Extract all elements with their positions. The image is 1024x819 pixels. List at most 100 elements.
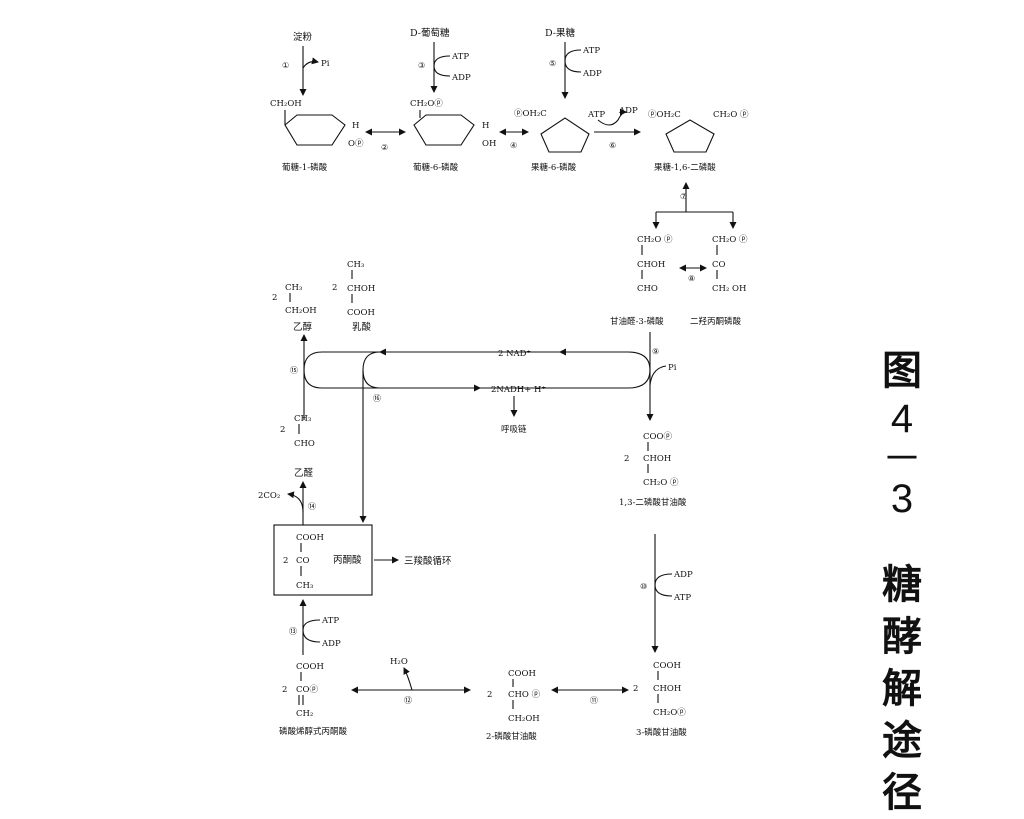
pi-out-arrow-1 — [302, 57, 319, 69]
pyruvate-box — [273, 524, 373, 596]
fructose-label: D-果糖 — [545, 27, 576, 39]
pep-name: 磷酸烯醇式丙酮酸 — [279, 726, 348, 737]
nad-label: 2 NAD⁺ — [498, 349, 531, 359]
pga2-cooh: COOH — [508, 669, 536, 679]
glucose-label: D-葡萄糖 — [410, 27, 450, 39]
acetaldehyde-name: 乙醛 — [294, 467, 314, 479]
pep-ch2: CH₂ — [296, 709, 313, 719]
adp-label-13: ADP — [321, 639, 341, 649]
ethanol-ch3: CH₃ — [285, 283, 302, 293]
f16bp-ophc: ⓟOH₂C — [648, 110, 681, 120]
caption-char-3: 3 — [890, 477, 914, 521]
glycolysis-diagram: 淀粉 Pi ① CH₂OH H Oⓟ 葡糖-1-磷酸 ② D-葡萄糖 ATP A… — [258, 27, 749, 742]
step-4: ④ — [510, 141, 517, 150]
g3p-choh: CHOH — [637, 260, 665, 270]
bpg-choh: CHOH — [643, 454, 671, 464]
caption-char-jing: 径 — [882, 770, 922, 816]
bpg-coop: COOⓟ — [643, 432, 672, 442]
atp-label-5: ATP — [582, 46, 600, 56]
pep-coeff: 2 — [282, 685, 287, 695]
step-11: ⑪ — [590, 696, 598, 705]
step-15: ⑮ — [290, 366, 298, 375]
f16bp-name: 果糖-1,6-二磷酸 — [654, 162, 716, 173]
pga2-name: 2-磷酸甘油酸 — [486, 731, 537, 742]
atp-adp-curve-6 — [597, 108, 627, 126]
f6p-ophc: ⓟOH₂C — [514, 109, 547, 119]
ethanol-name: 乙醇 — [293, 321, 313, 333]
tca-label: 三羧酸循环 — [404, 555, 452, 567]
step-7: ⑦ — [680, 192, 687, 201]
pga2-ch2oh: CH₂OH — [508, 714, 540, 724]
caption-char-tang: 糖 — [882, 562, 922, 608]
h2o-out-curve — [403, 667, 413, 691]
acetaldehyde-ch3: CH₃ — [294, 414, 311, 424]
dhap-co: CO — [712, 260, 726, 270]
atp-adp-curve-3 — [433, 55, 451, 77]
caption-char-jiao: 酵 — [882, 614, 922, 660]
g3p-cho: CHO — [637, 284, 658, 294]
g6p-name: 葡糖-6-磷酸 — [413, 162, 459, 173]
step-12: ⑫ — [404, 696, 412, 705]
adp-atp-curve-10 — [654, 573, 673, 597]
step-8: ⑧ — [688, 274, 695, 283]
atp-adp-curve-13 — [302, 619, 321, 643]
step-3: ③ — [418, 61, 425, 70]
pep-cooh: COOH — [296, 662, 324, 672]
pga3-cooh: COOH — [653, 661, 681, 671]
pyruvate-name: 丙酮酸 — [333, 554, 362, 566]
bpg-name: 1,3-二磷酸甘油酸 — [619, 497, 687, 508]
caption-char-4: 4 — [890, 397, 914, 441]
adp-label-6: ADP — [618, 106, 638, 116]
atp-label-3: ATP — [451, 52, 469, 62]
caption-char-fig: 图 — [882, 348, 922, 394]
pga3-ch2op: CH₂Oⓟ — [653, 708, 686, 718]
dhap-ch2op: CH₂O ⓟ — [712, 235, 748, 245]
step-16: ⑯ — [373, 394, 381, 403]
atp-adp-curve-5 — [564, 49, 582, 73]
step-6: ⑥ — [609, 141, 616, 150]
step-2: ② — [381, 143, 388, 152]
pga3-choh: CHOH — [653, 684, 681, 694]
lactate-cooh: COOH — [347, 308, 375, 318]
atp-label-10: ATP — [673, 593, 691, 603]
pga3-coeff: 2 — [633, 684, 638, 694]
pyruvate-coeff: 2 — [283, 556, 288, 566]
pga2-coeff: 2 — [487, 690, 492, 700]
step-5: ⑤ — [549, 59, 556, 68]
pi-in-curve-9 — [649, 365, 667, 386]
f6p-ring — [540, 117, 590, 153]
lactate-choh: CHOH — [347, 284, 375, 294]
atp-label-6: ATP — [587, 110, 605, 120]
caption-char-jie: 解 — [882, 666, 922, 712]
g3p-name: 甘油醛-3-磷酸 — [610, 316, 664, 327]
pi-label-9: Pi — [668, 363, 677, 373]
caption-char-tu: 途 — [882, 718, 922, 764]
step-13: ⑬ — [289, 627, 297, 636]
g1p-ch2oh: CH₂OH — [270, 99, 302, 109]
dhap-ch2oh: CH₂ OH — [712, 284, 746, 294]
g6p-oh: OH — [482, 139, 496, 149]
acetaldehyde-coeff: 2 — [280, 425, 285, 435]
g1p-op: Oⓟ — [348, 139, 364, 149]
pga2-chop: CHO ⓟ — [508, 690, 541, 700]
step-1: ① — [282, 61, 289, 70]
f16bp-ring — [665, 119, 715, 153]
g6p-h: H — [482, 121, 489, 131]
pga3-name: 3-磷酸甘油酸 — [636, 727, 687, 738]
acetaldehyde-cho: CHO — [294, 439, 315, 449]
h2o-label: H₂O — [390, 657, 408, 667]
dhap-name: 二羟丙酮磷酸 — [690, 316, 742, 327]
g6p-ring — [413, 114, 475, 146]
adp-label-3: ADP — [451, 73, 471, 83]
g1p-name: 葡糖-1-磷酸 — [282, 162, 328, 173]
pyruvate-cooh: COOH — [296, 533, 324, 543]
f16bp-ch2op: CH₂O ⓟ — [713, 110, 749, 120]
pep-cop: COⓟ — [296, 685, 318, 695]
bpg-coeff: 2 — [624, 454, 629, 464]
f6p-name: 果糖-6-磷酸 — [531, 162, 577, 173]
adp-label-5: ADP — [582, 69, 602, 79]
lactate-ch3: CH₃ — [347, 260, 364, 270]
ethanol-coeff: 2 — [272, 293, 277, 303]
atp-label-13: ATP — [321, 616, 339, 626]
adp-label-10: ADP — [673, 570, 693, 580]
